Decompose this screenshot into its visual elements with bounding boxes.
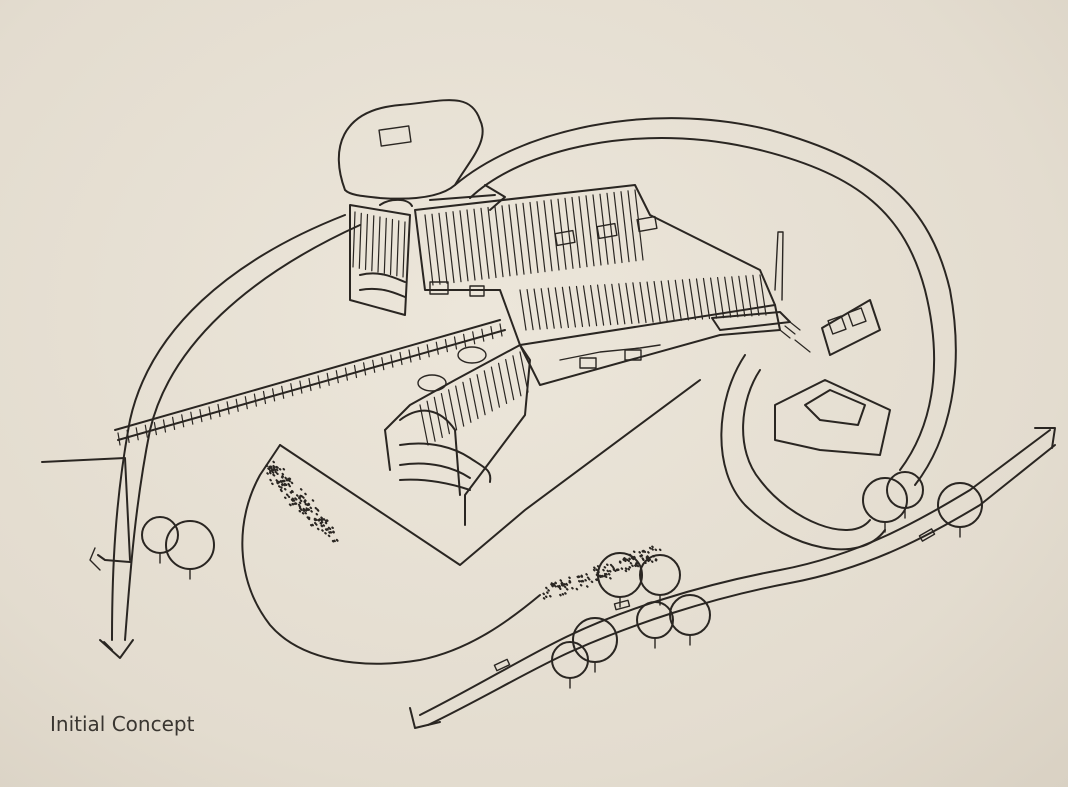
parking-terrace (720, 354, 891, 551)
tree (639, 554, 681, 596)
building-cluster (349, 184, 811, 526)
tree (669, 594, 711, 636)
lawn-area (241, 379, 701, 665)
tree (862, 477, 908, 523)
east-outbuilding (821, 299, 881, 356)
entry-arrow (429, 184, 506, 211)
tree (551, 641, 589, 679)
tree (636, 601, 674, 639)
loop-road (337, 99, 957, 486)
tree (165, 520, 215, 570)
south-road (409, 427, 1056, 729)
tree (141, 516, 179, 554)
trees (141, 471, 983, 689)
access-road (41, 214, 361, 659)
railway-line (114, 319, 506, 446)
figure-caption: Initial Concept (50, 712, 195, 736)
